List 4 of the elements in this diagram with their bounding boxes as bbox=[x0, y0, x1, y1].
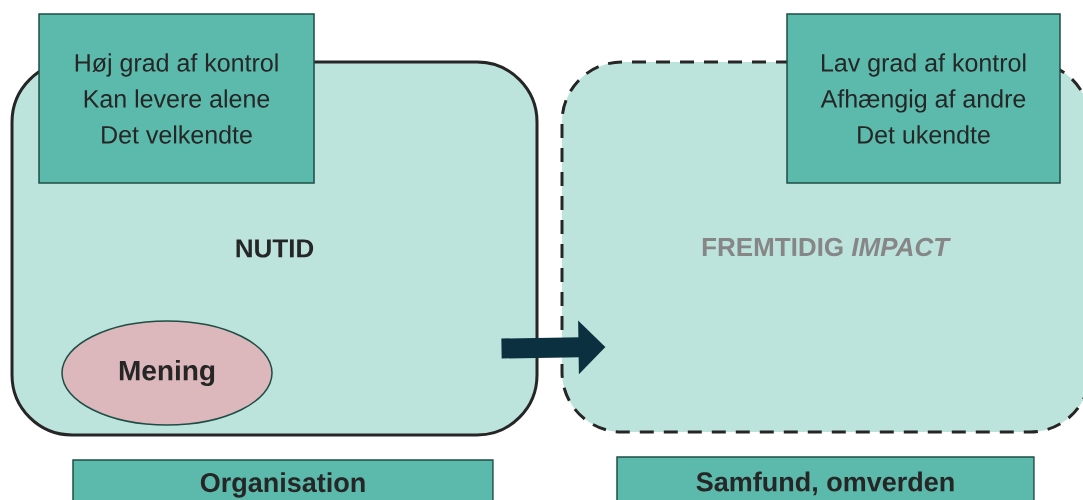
info-box: Høj grad af kontrol Kan levere alene Det velkendte bbox=[38, 13, 315, 184]
info-box: Lav grad af kontrol Afhængig af andre Det ukendte bbox=[786, 13, 1061, 184]
label-box: Samfund, omverden bbox=[616, 456, 1035, 500]
label-box: Organisation bbox=[72, 459, 494, 500]
